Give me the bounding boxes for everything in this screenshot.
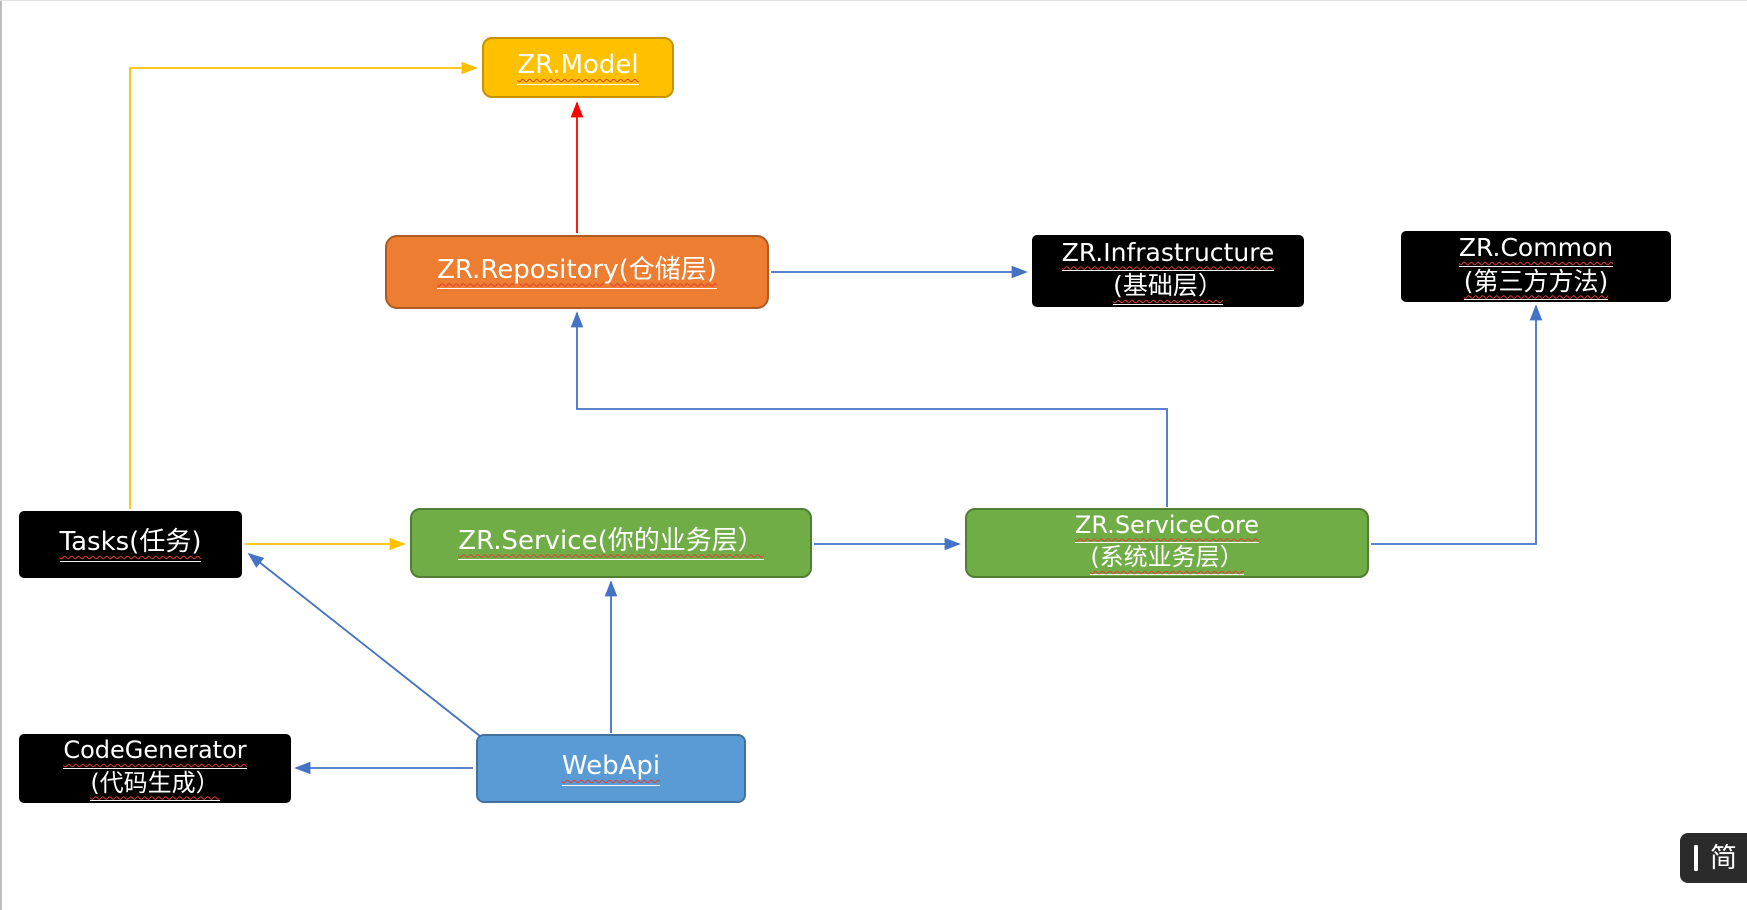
arrow-webapi-to-tasks [247, 552, 491, 745]
node-zr-common-line1: ZR.Common [1458, 233, 1614, 267]
arrow-tasks-to-model [129, 61, 478, 509]
node-zr-model: ZR.Model [482, 37, 674, 98]
node-zr-common: ZR.Common (第三方方法) [1401, 231, 1671, 302]
node-zr-repository: ZR.Repository(仓储层) [385, 235, 769, 309]
ime-indicator: 简 [1680, 833, 1747, 883]
node-zr-service: ZR.Service(你的业务层） [410, 508, 812, 578]
window-edge-top [0, 0, 1747, 1]
node-zr-infrastructure: ZR.Infrastructure (基础层） [1032, 235, 1304, 307]
arrow-servicecore-to-repository [570, 311, 1168, 507]
node-zr-servicecore-line1: ZR.ServiceCore [1074, 511, 1260, 543]
text-cursor-icon [1694, 845, 1698, 871]
node-zr-servicecore: ZR.ServiceCore (系统业务层） [965, 508, 1369, 578]
node-zr-common-line2: (第三方方法) [1463, 267, 1609, 300]
arrow-servicecore-to-common [1371, 304, 1543, 545]
node-webapi: WebApi [476, 734, 746, 803]
node-webapi-label: WebApi [561, 751, 661, 786]
node-codegenerator-line1: CodeGenerator [63, 736, 247, 769]
ime-mode-label: 简 [1710, 842, 1737, 874]
node-zr-servicecore-line2: (系统业务层） [1090, 543, 1244, 576]
node-tasks: Tasks(任务) [19, 511, 242, 578]
node-codegenerator-line2: (代码生成） [90, 769, 220, 801]
node-zr-repository-label: ZR.Repository(仓储层) [437, 255, 717, 290]
node-codegenerator: CodeGenerator (代码生成） [19, 734, 291, 803]
node-zr-model-label: ZR.Model [517, 50, 639, 85]
node-tasks-label: Tasks(任务) [59, 527, 202, 562]
node-zr-service-label: ZR.Service(你的业务层） [458, 526, 764, 561]
window-edge-left [0, 0, 2, 910]
node-zr-infrastructure-line1: ZR.Infrastructure [1061, 238, 1275, 271]
node-zr-infrastructure-line2: (基础层） [1113, 271, 1223, 305]
